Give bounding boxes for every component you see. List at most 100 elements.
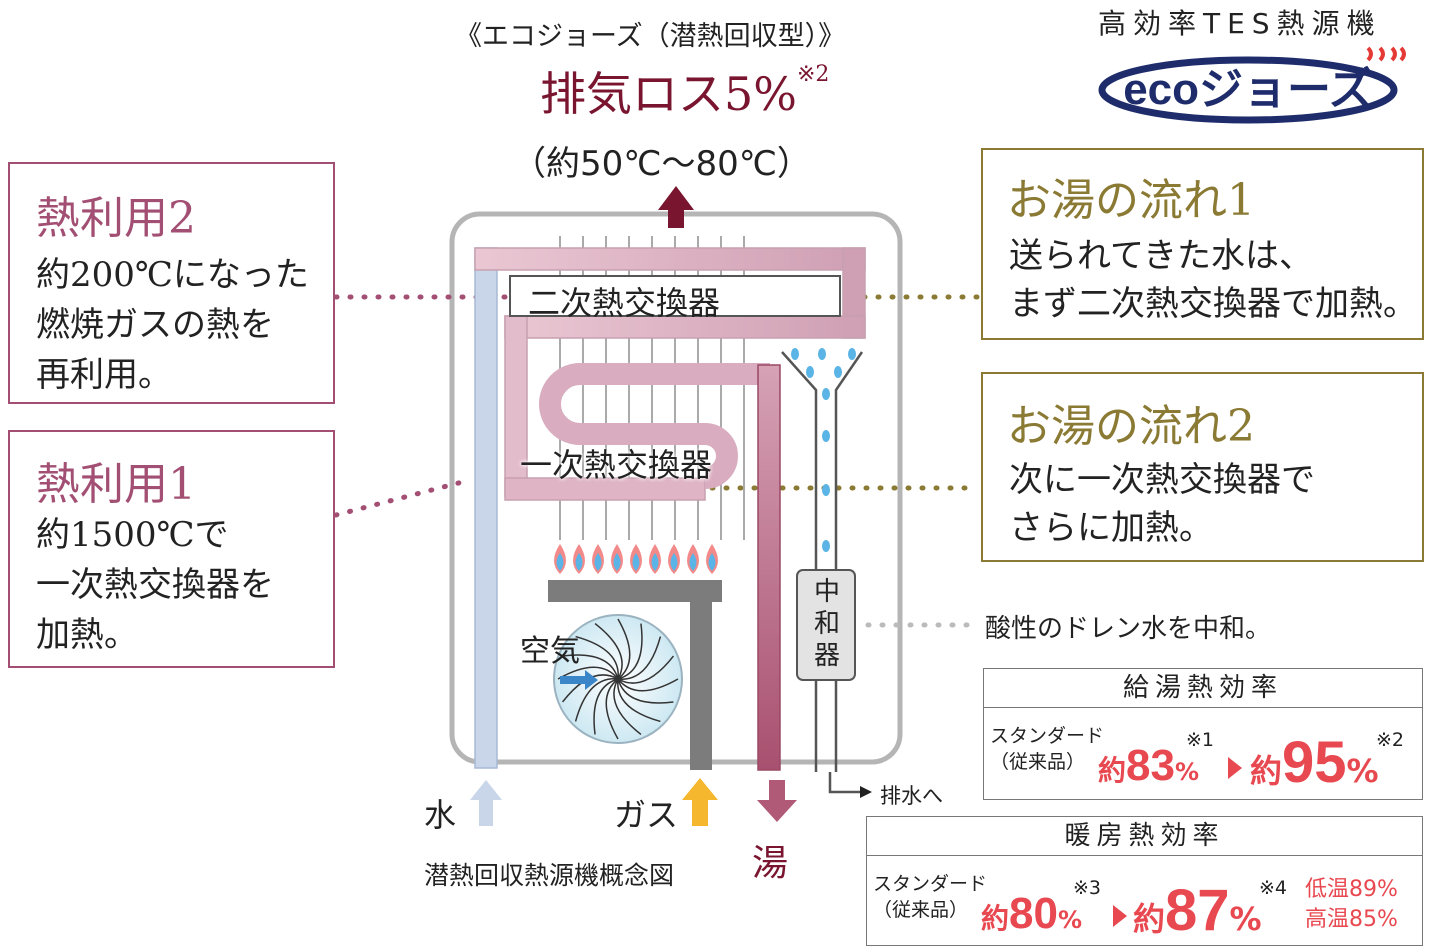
heating-before: 約80% <box>981 889 1082 939</box>
gas-label: ガス <box>614 796 679 834</box>
heating-standard-line-2: （従来品） <box>873 899 969 921</box>
flame-icon <box>592 544 604 574</box>
exhaust-note: ※2 <box>796 62 830 87</box>
heat-use-1-text: 約1500℃で 一次熱交換器を 加熱。 <box>36 510 274 660</box>
secondary-hx-label: 二次熱交換器 <box>528 284 721 322</box>
hot-water-label: 湯 <box>752 843 789 884</box>
primary-hx-label: 一次熱交換器 <box>520 446 713 484</box>
neutralizer-char-2: 和 <box>813 609 840 639</box>
neutralizer-note: 酸性のドレン水を中和。 <box>985 614 1272 644</box>
hot-water-before-value: 83 <box>1126 741 1175 790</box>
subtitle: 《エコジョーズ（潜熱回収型）》 <box>455 21 846 52</box>
heating-extra-high: 高温85% <box>1305 907 1398 932</box>
fan-blade <box>617 655 675 684</box>
fan-blade <box>594 622 623 680</box>
flame-icon <box>706 544 718 574</box>
water-pipe <box>474 247 498 769</box>
hot-water-after-note: ※2 <box>1376 729 1405 751</box>
fan-blade <box>617 618 631 680</box>
heat-use-2-box: 熱利用2 約200℃になった 燃焼ガスの熱を 再利用。 <box>8 162 335 404</box>
neutralizer-char-3: 器 <box>813 641 840 671</box>
hot-water-after-percent: % <box>1346 752 1379 790</box>
air-arrow <box>560 670 598 690</box>
heating-before-percent: % <box>1057 906 1083 934</box>
flame-icon <box>668 544 680 574</box>
logo-wordmark: ecoジョーズ <box>1098 40 1420 124</box>
heat-use-1-line-2: 一次熱交換器を <box>36 565 274 605</box>
flame-icon <box>611 544 623 574</box>
hot-water-after-prefix: 約 <box>1250 752 1283 790</box>
heat-use-2-line-2: 燃焼ガスの熱を <box>36 305 274 345</box>
hot-pipe <box>757 364 781 771</box>
fan-blade <box>613 678 642 736</box>
fan-blade <box>617 678 661 723</box>
exhaust-temp: （約50℃～80℃） <box>512 144 811 184</box>
heating-after-value: 87 <box>1165 878 1230 943</box>
heating-arrow-icon <box>1113 905 1127 927</box>
flame-icon <box>649 544 661 574</box>
drops <box>791 348 856 552</box>
hot-water-efficiency-title: 給湯熱効率 <box>984 669 1422 708</box>
hot-water-standard-line-2: （従来品） <box>990 751 1086 773</box>
flame-icon <box>630 544 642 574</box>
hot-water-before: 約83% <box>1098 741 1199 791</box>
water-flow-1-line-2: まず二次熱交換器で加熱。 <box>1009 284 1417 324</box>
flame-icon <box>573 544 585 574</box>
water-flow-1-box: お湯の流れ1 送られてきた水は、 まず二次熱交換器で加熱。 <box>981 148 1424 340</box>
fan-blade <box>617 678 674 704</box>
hot-water-after: 約95% <box>1250 729 1379 796</box>
water-flow-2-line-1: 次に一次熱交換器で <box>1009 460 1315 500</box>
heating-after-percent: % <box>1229 900 1262 938</box>
hot-water-before-prefix: 約 <box>1098 754 1127 787</box>
heat-use-1-title: 熱利用1 <box>36 459 196 510</box>
heating-efficiency-title: 暖房熱効率 <box>867 817 1422 856</box>
burner-flames <box>554 544 718 574</box>
hot-water-before-percent: % <box>1174 758 1200 786</box>
burner <box>548 580 722 770</box>
heating-before-prefix: 約 <box>981 902 1010 935</box>
heat-use-1-line-1: 約1500℃で <box>36 515 229 555</box>
fan-blade <box>617 636 662 680</box>
hot-water-after-value: 95 <box>1282 730 1347 795</box>
heating-after-prefix: 約 <box>1133 900 1166 938</box>
heating-after: 約87% <box>1133 877 1262 944</box>
logo-text: ecoジョーズ <box>1123 65 1373 114</box>
fan-blade <box>617 678 679 692</box>
exhaust-loss-label: 排気ロス5% <box>540 67 797 121</box>
hot-water-arrow <box>757 780 797 822</box>
fan-blade <box>575 635 619 680</box>
fan-blade <box>605 678 619 740</box>
hot-water-standard: スタンダード （従来品） <box>990 723 1104 775</box>
neutralizer-char-1: 中 <box>813 577 840 607</box>
gas-arrow <box>682 778 718 826</box>
diagram-caption: 潜熱回収熱源機概念図 <box>424 861 675 890</box>
water-flow-1-title: お湯の流れ1 <box>1007 175 1255 226</box>
heat-use-1-box: 熱利用1 約1500℃で 一次熱交換器を 加熱。 <box>8 430 335 668</box>
water-label: 水 <box>424 796 457 834</box>
heat-use-1-line-3: 加熱。 <box>36 615 138 655</box>
heating-standard: スタンダード （従来品） <box>873 871 987 923</box>
heating-after-note: ※4 <box>1259 877 1288 899</box>
heat-use-2-title: 熱利用2 <box>36 193 196 244</box>
fan-blade <box>561 674 619 703</box>
heating-before-note: ※3 <box>1073 877 1102 899</box>
exhaust-loss: 排気ロス5%※2 <box>540 58 829 124</box>
water-flow-2-text: 次に一次熱交換器で さらに加熱。 <box>1009 456 1315 552</box>
water-arrow <box>470 780 502 826</box>
water-flow-1-text: 送られてきた水は、 まず二次熱交換器で加熱。 <box>1009 232 1417 328</box>
hot-water-before-note: ※1 <box>1186 729 1215 751</box>
heat-use-2-line-1: 約200℃になった <box>36 255 309 295</box>
exhaust-arrow <box>658 186 694 228</box>
drain-label: 排水へ <box>880 784 943 808</box>
hot-water-arrow-icon <box>1228 757 1242 779</box>
water-flow-2-box: お湯の流れ2 次に一次熱交換器で さらに加熱。 <box>981 372 1424 562</box>
heat-use-2-line-3: 再利用。 <box>36 355 172 395</box>
heating-extra-low: 低温89% <box>1305 877 1398 902</box>
heating-before-value: 80 <box>1009 889 1058 938</box>
air-label: 空気 <box>520 634 580 669</box>
heating-extra: 低温89% 高温85% <box>1305 875 1398 935</box>
neutralizer-label: 中 和 器 <box>813 576 841 672</box>
water-flow-2-title: お湯の流れ2 <box>1007 401 1255 452</box>
hot-water-efficiency-panel: 給湯熱効率 スタンダード （従来品） 約83% ※1 約95% ※2 <box>983 668 1423 800</box>
flame-icon <box>687 544 699 574</box>
